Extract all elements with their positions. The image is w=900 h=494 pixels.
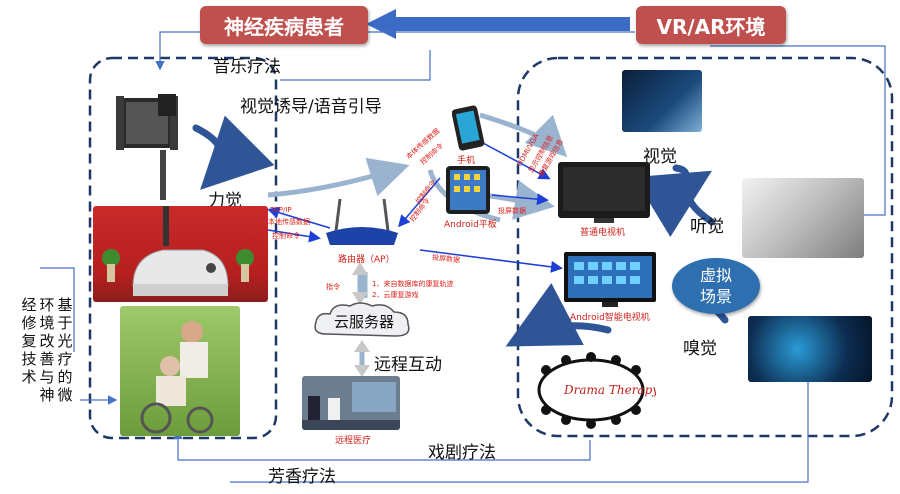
lamp-base-drawing [102,206,254,296]
vrar-to-patient-arrow [366,9,630,39]
visual-voice-label: 视觉诱导/语音引导 [240,97,382,117]
tablet-caption: Android平板 [444,220,497,230]
remote-medical-photo [302,376,400,430]
vr-driving-image [622,70,702,132]
data-pull-note-1: 1、来自数据库的康复轨迹 [372,280,454,288]
tablet-image [446,166,490,214]
router-caption: 路由器（AP） [338,255,395,265]
control-cmd-note: 控制命令 [272,232,300,240]
patient-box: 神经疾病患者 [200,6,368,44]
drama-therapy-text: Drama Therapy [563,383,656,397]
data-pull-note-2: 2、云康复游戏 [372,291,419,299]
vertical-text-col-1: 经 修 复 技 术 [21,296,37,386]
music-therapy-label: 音乐疗法 [213,57,281,77]
vertical-text-col-3: 基 于 光 疗 的 微 [57,296,73,404]
local-data-note: 本地传感数据 [268,218,310,226]
lamp-base-image [93,206,268,302]
remote-medical-caption: 远程医疗 [335,436,372,446]
normal-tv-caption: 普通电视机 [580,228,626,238]
wheelchair-drawing [140,321,214,434]
virtual-scene-bubble: 虚拟 场景 [672,258,760,314]
aroma-therapy-label: 芳香疗法 [268,467,336,487]
smart-tv-image [564,252,656,307]
wheelchair-photo [120,306,240,436]
smell-sense-label: 嗅觉 [683,339,717,359]
cloud-shape [314,302,410,337]
smart-tv-caption: Android智能电视机 [570,313,650,323]
light-lamp-image [116,94,178,200]
vrar-label: VR/AR环境 [656,14,766,39]
tcp-ip-note: TCP/IP [270,206,292,214]
vrar-box: VR/AR环境 [636,6,786,44]
vertical-text-col-2: 环 境 改 善 与 神 [39,296,55,404]
screencast-note-1: 投屏数据 [498,207,526,215]
outer-loop-lines [40,31,886,483]
patient-label: 神经疾病患者 [224,14,344,39]
virtual-scene-line-2: 场景 [699,287,732,306]
virtual-scene-line-1: 虚拟 [699,266,732,285]
router-image [326,198,398,245]
drama-therapy-label: 戏剧疗法 [428,443,496,463]
instruction-note: 指令 [326,283,340,291]
head-brain-image [742,178,864,258]
phone-caption: 手机 [457,156,476,166]
right-dashed-frame [516,56,894,438]
phone-image [452,105,485,151]
left-dashed-frame [88,56,278,440]
smell-hand-image [748,316,872,382]
hearing-sense-label: 听觉 [690,217,724,237]
remote-interaction-label: 远程互动 [374,355,442,375]
cloud-label: 云服务器 [334,313,395,331]
normal-tv-image [558,162,650,223]
drama-therapy-image: Drama Therapy [537,352,656,429]
remote-medical-drawing [302,382,400,430]
vision-sense-label: 视觉 [643,147,677,167]
